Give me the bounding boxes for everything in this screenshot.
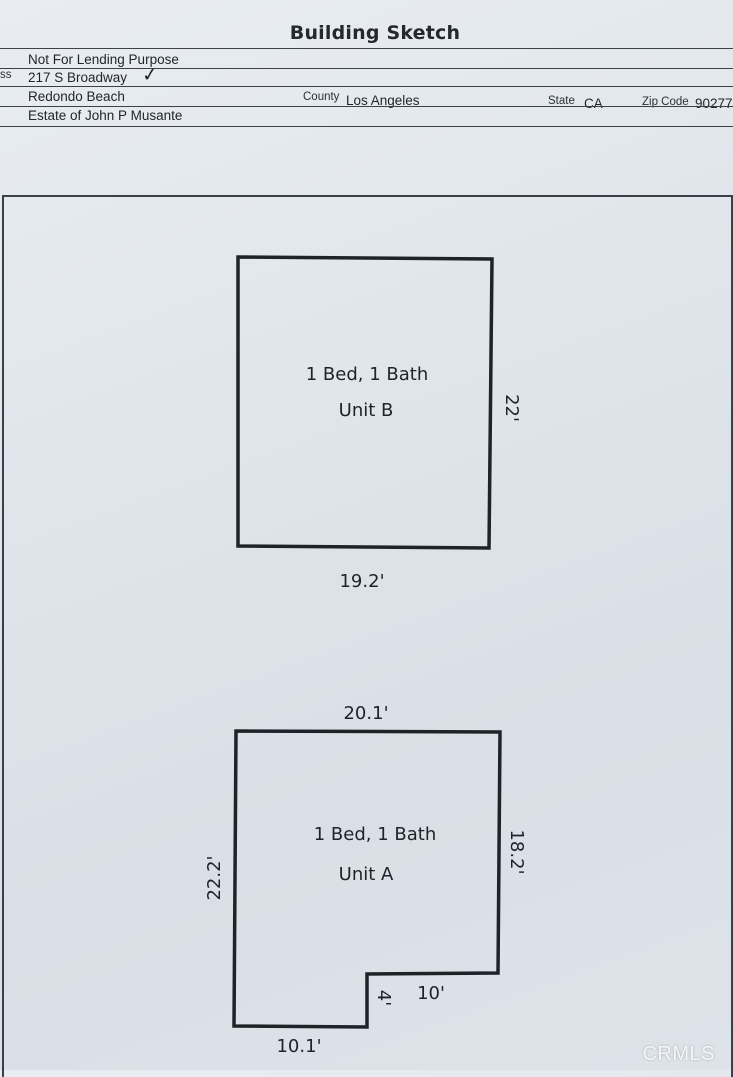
owner-field: Estate of John P Musante	[28, 108, 183, 123]
unit-a-dim-top: 20.1'	[343, 703, 388, 724]
page-title: Building Sketch	[289, 22, 461, 44]
unit-b-beds-baths: 1 Bed, 1 Bath	[306, 364, 428, 385]
county-label: County	[303, 91, 340, 103]
header-rule	[0, 68, 733, 69]
header-rule	[0, 106, 733, 107]
unit-b-dim-bottom: 19.2'	[339, 571, 384, 592]
zip-field: 90277	[695, 96, 733, 111]
borrower-field: Not For Lending Purpose	[28, 52, 179, 67]
header-rule	[0, 86, 733, 87]
unit-a-dim-notch-horizontal: 10'	[417, 983, 445, 1004]
zip-label: Zip Code	[642, 96, 689, 108]
unit-a-dim-notch-vertical: 4'	[373, 990, 394, 1006]
sketch-frame	[2, 195, 733, 1077]
unit-a-dim-bottom: 10.1'	[276, 1036, 321, 1057]
header-rule	[0, 126, 733, 127]
unit-a-dim-right: 18.2'	[506, 829, 527, 874]
unit-a-dim-left: 22.2'	[204, 855, 225, 900]
unit-b-outline	[236, 255, 494, 550]
header-rule-top	[0, 48, 733, 49]
unit-a-beds-baths: 1 Bed, 1 Bath	[314, 824, 436, 845]
state-label: State	[548, 95, 575, 107]
state-field: CA	[584, 96, 603, 111]
unit-a-name: Unit A	[339, 864, 394, 885]
address-field: 217 S Broadway	[28, 70, 128, 85]
crmls-watermark: CRMLS	[642, 1043, 715, 1065]
unit-a-outline	[232, 729, 502, 1029]
unit-b-name: Unit B	[339, 400, 394, 421]
city-field: Redondo Beach	[28, 89, 125, 104]
county-field: Los Angeles	[346, 93, 420, 108]
unit-b-dim-right: 22'	[501, 394, 522, 422]
address-label-fragment: ss	[0, 69, 12, 81]
